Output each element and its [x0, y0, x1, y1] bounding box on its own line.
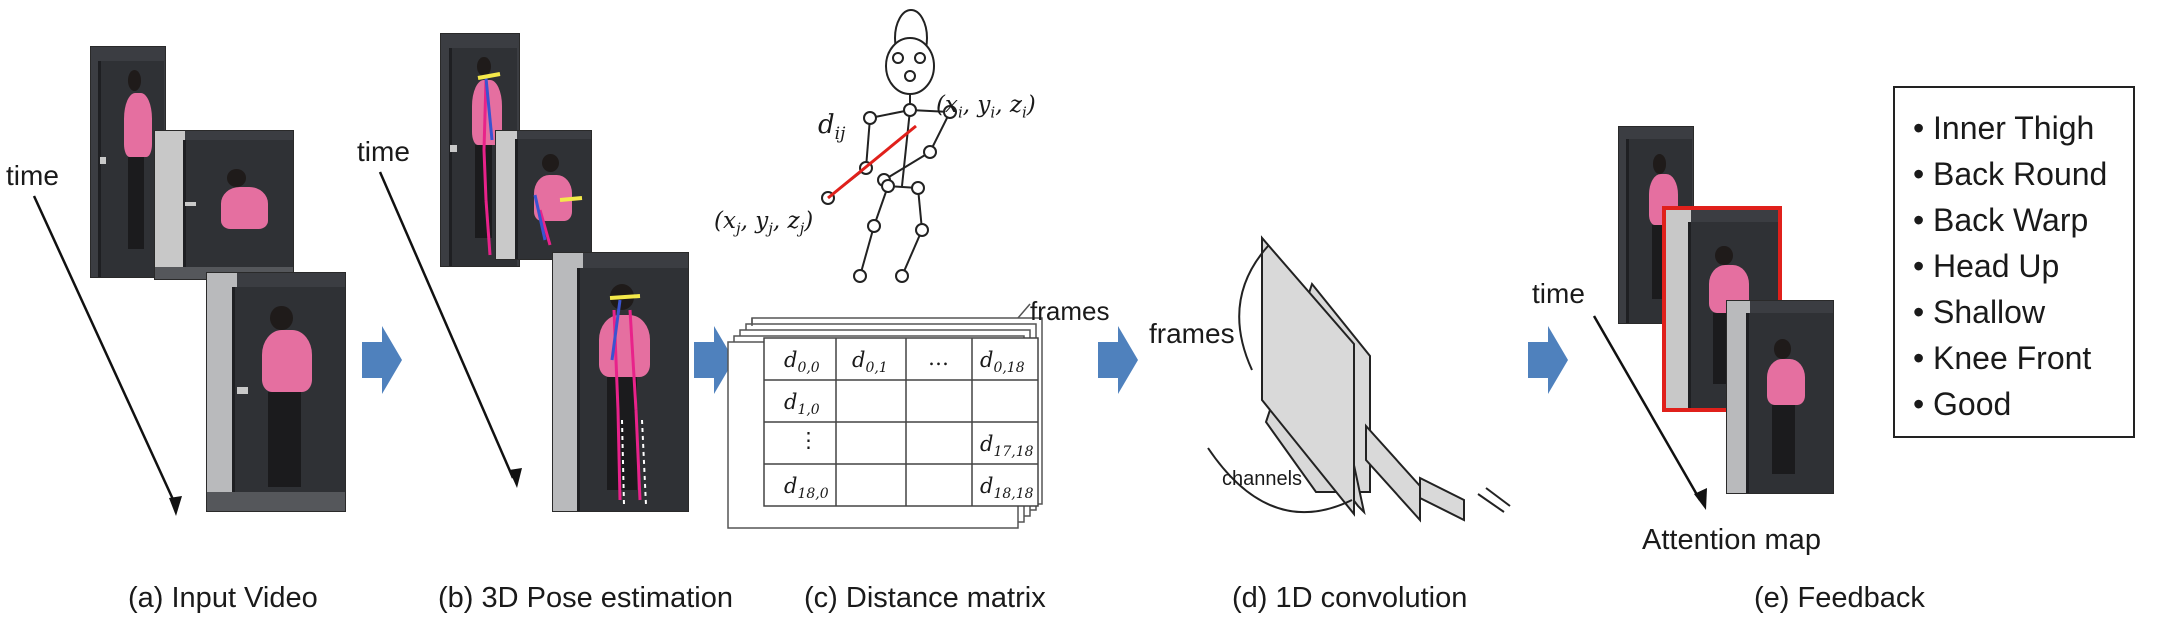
feedback-item: •Good	[1913, 386, 2012, 422]
video-frame-3	[206, 272, 346, 512]
feedback-frame-3	[1726, 300, 1834, 494]
pose-frame-3	[552, 252, 689, 512]
time-label-a: time	[6, 160, 59, 191]
matrix-cell-1-0: d1,0	[784, 390, 820, 419]
attention-map-label: Attention map	[1642, 524, 1821, 556]
caption-feedback: (e) Feedback	[1754, 582, 1925, 614]
matrix-cell-0-2: …	[928, 346, 949, 370]
matrix-cell-2-3: d17,18	[980, 432, 1034, 461]
feedback-item: •Back Round	[1913, 156, 2108, 192]
frames-label-matrix: frames	[1030, 296, 1110, 326]
matrix-cell-3-0: d18,0	[784, 474, 829, 503]
matrix-cell-3-3: d18,18	[980, 474, 1034, 503]
coord-j-label: (xj, yj, zj)	[714, 208, 814, 238]
matrix-cell-2-0: ⋮	[798, 428, 819, 452]
pose-frame-2	[495, 130, 592, 260]
frames-label-conv: frames	[1149, 318, 1235, 349]
caption-1d-convolution: (d) 1D convolution	[1232, 582, 1468, 614]
video-frame-2	[154, 130, 294, 280]
matrix-cell-0-0: d0,0	[784, 348, 820, 377]
feedback-frame-2-highlighted	[1662, 206, 1782, 412]
feedback-item: •Head Up	[1913, 248, 2060, 284]
caption-distance-matrix: (c) Distance matrix	[804, 582, 1046, 614]
time-label-e: time	[1532, 278, 1585, 309]
time-label-b: time	[357, 136, 410, 167]
caption-input-video: (a) Input Video	[128, 582, 318, 614]
feedback-item: •Shallow	[1913, 294, 2046, 330]
feedback-item: •Knee Front	[1913, 340, 2092, 376]
channels-label: channels	[1222, 468, 1303, 490]
d-ij-label: dij	[818, 110, 846, 145]
caption-pose-estimation: (b) 3D Pose estimation	[438, 582, 733, 614]
coord-i-label: (xi, yi, zi)	[936, 92, 1036, 122]
feedback-classes-box: •Inner Thigh •Back Round •Back Warp •Hea…	[1893, 86, 2135, 438]
matrix-cell-0-3: d0,18	[980, 348, 1025, 377]
feedback-item: •Inner Thigh	[1913, 110, 2095, 146]
matrix-cell-0-1: d0,1	[852, 348, 888, 377]
feedback-item: •Back Warp	[1913, 202, 2089, 238]
